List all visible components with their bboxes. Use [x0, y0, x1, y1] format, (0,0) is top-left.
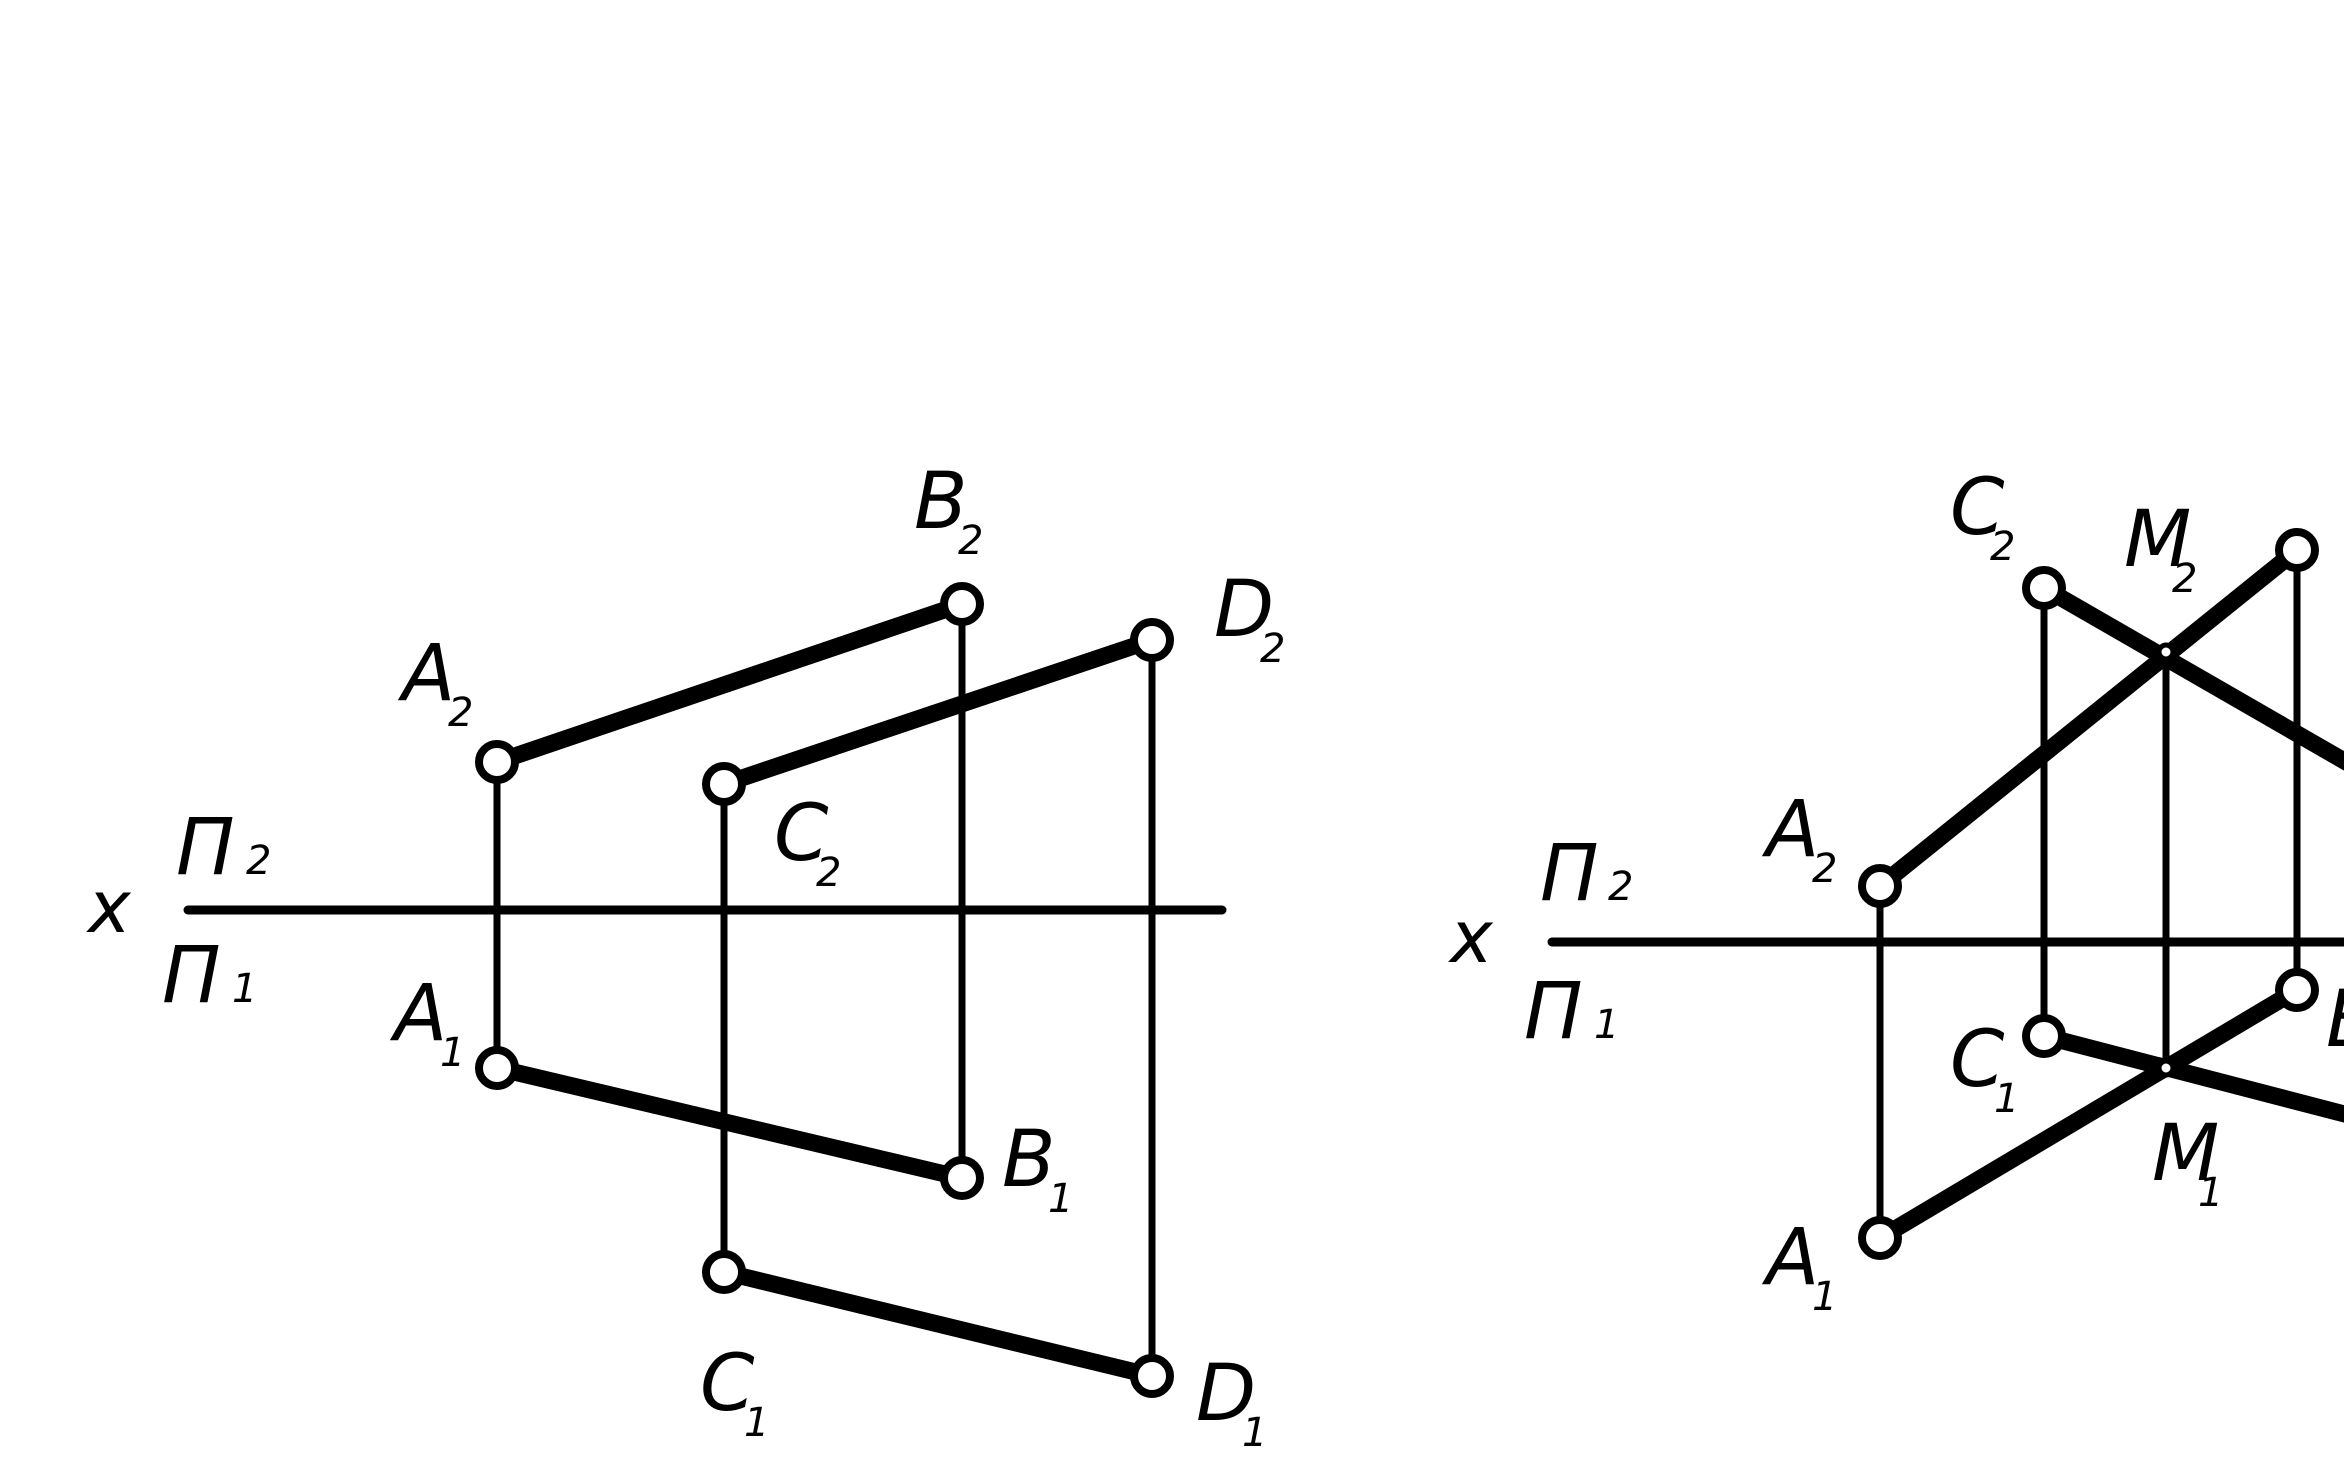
- right-label-c1-sub: 1: [1994, 1076, 2019, 1122]
- left-plane-upper-label: Π: [176, 803, 235, 893]
- right-plane-lower-label: Π: [1524, 967, 1583, 1057]
- right-segment-a1b1: [1871, 981, 2306, 1247]
- left-point-c2: [702, 762, 746, 806]
- left-label-b2-sub: 2: [958, 518, 983, 564]
- left-point-d1: [1130, 1354, 1174, 1398]
- right-segment-c1-line: [2035, 1027, 2344, 1123]
- left-label-b1: B: [1002, 1115, 1056, 1205]
- left-segment-a1b1: [488, 1059, 971, 1187]
- right-label-a2-sub: 2: [1812, 846, 1837, 892]
- right-label-m1: M: [2152, 1109, 2219, 1199]
- left-label-c1: C: [700, 1339, 755, 1429]
- right-segment-c2-line: [2035, 579, 2344, 771]
- left-label-a2-sub: 2: [448, 690, 473, 736]
- left-plane-upper-sub: 2: [246, 838, 271, 884]
- left-label-c2: C: [774, 789, 829, 879]
- left-point-b1: [940, 1156, 984, 1200]
- right-label-c1: C: [1950, 1015, 2005, 1105]
- left-segment-c1d1: [715, 1263, 1161, 1385]
- right-point-c1: [2022, 1014, 2066, 1058]
- left-label-d1-sub: 1: [1242, 1410, 1267, 1456]
- left-plane-lower-label: Π: [162, 931, 221, 1021]
- left-segment-a2b2: [488, 595, 971, 771]
- left-label-c2-sub: 2: [816, 850, 841, 896]
- right-labels: x Π 2 Π 1 C 2 M 2 A 2 C 1 M 1 A 1 B: [1448, 463, 2344, 1320]
- left-segment-c2d2: [715, 631, 1161, 793]
- right-label-m2-sub: 2: [2172, 556, 2197, 602]
- left-label-c1-sub: 1: [744, 1400, 769, 1446]
- left-axis-x-label: x: [86, 865, 132, 949]
- left-label-d1: D: [1196, 1349, 1256, 1439]
- right-label-c2: C: [1950, 463, 2005, 553]
- right-label-a1: A: [1761, 1213, 1819, 1303]
- right-label-b1-partial: B: [2326, 975, 2344, 1065]
- right-label-m2: M: [2124, 495, 2191, 585]
- left-label-a1-sub: 1: [440, 1030, 465, 1076]
- right-plane-lower-sub: 1: [1594, 1002, 1619, 1048]
- left-plane-lower-sub: 1: [232, 966, 257, 1012]
- left-label-a1: A: [389, 969, 447, 1059]
- right-point-b1: [2275, 968, 2319, 1012]
- left-figure: [183, 582, 1227, 1398]
- right-plane-upper-sub: 2: [1608, 864, 1633, 910]
- left-point-a2: [475, 740, 519, 784]
- right-axis-x-label: x: [1448, 895, 1494, 979]
- right-label-c2-sub: 2: [1990, 524, 2015, 570]
- left-labels: x Π 2 Π 1 A 2 B 2 C 2 D 2 A 1 B 1 C 1 D …: [86, 457, 1285, 1456]
- left-point-d2: [1130, 618, 1174, 662]
- right-figure: [1547, 528, 2344, 1260]
- right-label-m1-sub: 1: [2198, 1170, 2223, 1216]
- left-label-a2: A: [397, 629, 455, 719]
- right-point-b2: [2275, 528, 2319, 572]
- left-label-d2: D: [1214, 565, 1274, 655]
- left-label-b1-sub: 1: [1048, 1176, 1073, 1222]
- right-label-a2: A: [1761, 785, 1819, 875]
- right-label-a1-sub: 1: [1812, 1274, 1837, 1320]
- right-segment-a2b2: [1871, 541, 2306, 895]
- right-point-m2: [2156, 642, 2176, 662]
- left-label-b2: B: [914, 457, 968, 547]
- right-point-m1: [2156, 1058, 2176, 1078]
- left-point-b2: [940, 582, 984, 626]
- left-point-a1: [475, 1046, 519, 1090]
- left-point-c1: [702, 1250, 746, 1294]
- right-point-a1: [1858, 1216, 1902, 1260]
- right-point-c2: [2022, 566, 2066, 610]
- right-plane-upper-label: Π: [1540, 829, 1599, 919]
- left-label-d2-sub: 2: [1260, 626, 1285, 672]
- right-point-a2: [1858, 864, 1902, 908]
